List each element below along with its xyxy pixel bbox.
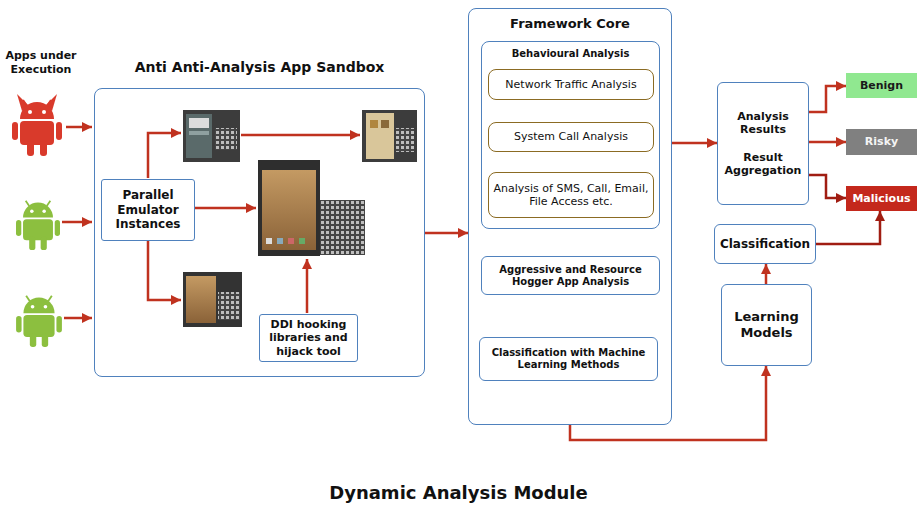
flow-arrow [816,211,880,244]
callout-box: DDI hooking libraries and hijack tool [259,314,358,362]
group-box: Behavioural AnalysisNetwork Traffic Anal… [481,41,660,229]
result-box: Malicious [846,186,917,211]
process-box: Aggressive and Resource Hogger App Analy… [481,256,660,295]
flow-arrow [425,232,468,235]
process-box: Classification [714,224,816,264]
node-text: Network Traffic Analysis [493,78,649,91]
flow-arrow [765,264,768,284]
process-box: Analysis of SMS, Call, Email, File Acces… [488,172,654,218]
group-title: Anti Anti-Analysis App Sandbox [95,59,424,76]
node-text: Analysis of SMS, Call, Email, File Acces… [493,182,649,208]
flow-arrow [809,141,846,144]
process-box: Learning Models [721,284,812,366]
process-box: Network Traffic Analysis [488,69,654,100]
caption: Dynamic Analysis Module [0,482,917,503]
node-text: Classification with Machine Learning Met… [484,347,653,371]
process-box: Classification with Machine Learning Met… [479,337,658,381]
node-text: Malicious [850,192,913,205]
node-text: System Call Analysis [493,130,649,143]
process-box: System Call Analysis [488,122,654,152]
node-text: Benign [850,79,913,92]
side-label: Apps under Execution [2,49,80,77]
node-text: Analysis Results [722,110,804,136]
process-box: Analysis ResultsResult Aggregation [717,82,809,205]
node-text: Risky [850,135,913,148]
node-text: Aggressive and Resource Hogger App Analy… [486,264,655,288]
callout-box: Parallel Emulator Instances [101,179,195,241]
node-text: Classification [719,237,811,251]
node-text: DDI hooking libraries and hijack tool [264,318,353,358]
framework-box: Framework CoreBehavioural AnalysisNetwor… [468,8,672,425]
result-box: Benign [846,73,917,98]
result-box: Risky [846,129,917,155]
node-text: Learning Models [726,309,807,340]
group-title: Framework Core [469,16,671,32]
node-text: Parallel Emulator Instances [106,188,190,231]
flow-arrow [672,142,717,145]
node-text: Result Aggregation [722,151,804,177]
flow-arrow [809,175,846,198]
sandbox-box: Anti Anti-Analysis App SandboxParallel E… [94,88,425,377]
flow-arrow [809,86,846,112]
group-title: Behavioural Analysis [482,48,659,60]
